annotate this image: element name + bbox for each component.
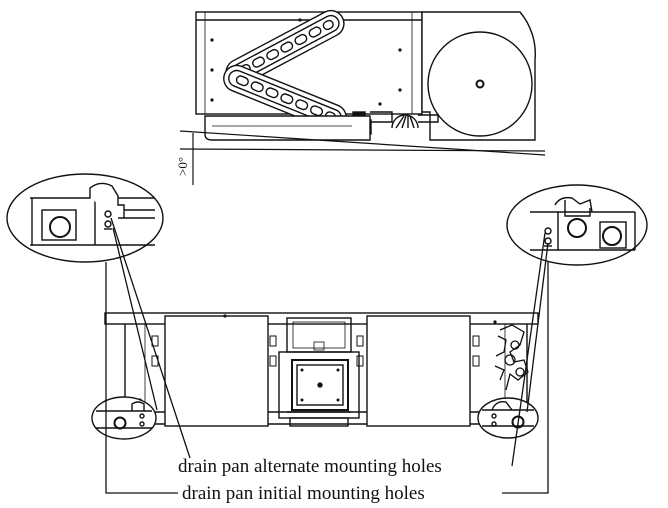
right-filter-panel (366, 315, 471, 427)
right-piping (494, 324, 529, 391)
right-detail-callout (506, 184, 648, 266)
tilt-angle-label: >0° (175, 157, 190, 176)
unit-top-view (91, 312, 539, 440)
drain-pan-side (204, 115, 371, 141)
center-blower-assembly (278, 317, 360, 427)
right-initial-hole (491, 421, 497, 427)
blower-wheel (427, 31, 533, 137)
left-initial-hole-detail (104, 220, 112, 228)
alternate-mounting-holes-label: drain pan alternate mounting holes (178, 456, 442, 477)
blower-housing (421, 11, 536, 141)
unit-side-view (195, 9, 536, 141)
right-alternate-hole-detail (544, 227, 552, 235)
tilt-reference (179, 130, 546, 185)
fan-motor (370, 111, 439, 129)
left-filter-panel (164, 315, 269, 427)
leader-lines (105, 217, 549, 494)
left-detail-callout (6, 173, 164, 263)
right-hole-callout (477, 397, 539, 439)
left-alternate-hole-detail (104, 210, 112, 218)
left-alternate-hole (139, 413, 145, 419)
left-hole-callout (91, 396, 157, 440)
initial-mounting-holes-label: drain pan initial mounting holes (182, 483, 425, 504)
left-initial-hole (139, 421, 145, 427)
right-alternate-hole (491, 413, 497, 419)
